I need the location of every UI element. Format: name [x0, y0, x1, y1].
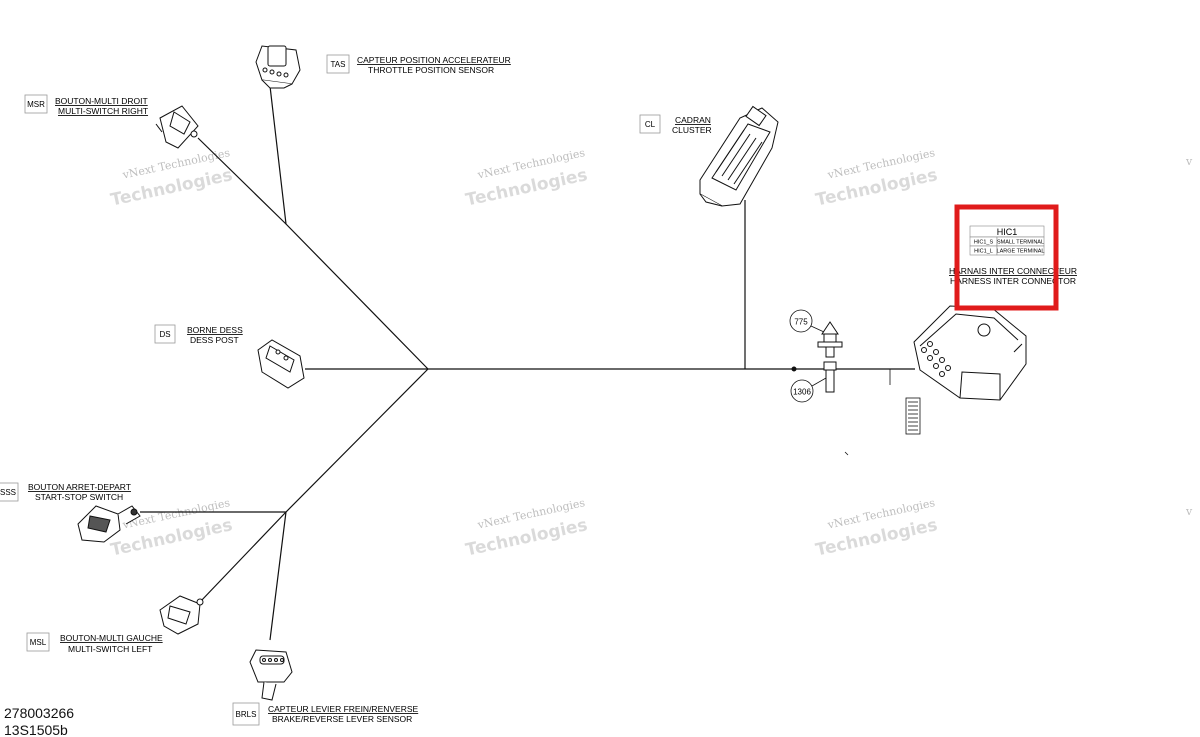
- label-brls: BRLS CAPTEUR LEVIER FREIN/RENVERSE BRAKE…: [232, 702, 419, 726]
- hic-row-id: HIC1_L: [974, 249, 993, 255]
- highlight-box: [954, 204, 1059, 311]
- connector-name-fr: CADRAN: [675, 115, 711, 125]
- connector-code: MSR: [27, 100, 45, 109]
- connector-code: DS: [159, 330, 170, 339]
- hic-row-desc: SMALL TERMINAL: [997, 240, 1044, 246]
- drawing-number: 13S1505b: [4, 722, 68, 737]
- connector-name-en: CLUSTER: [672, 125, 712, 135]
- hic-label: HIC1 HIC1_S SMALL TERMINAL HIC1_L LARGE …: [949, 204, 1077, 311]
- connector-code: BRLS: [236, 710, 257, 719]
- connector-name-fr: CAPTEUR POSITION ACCELERATEUR: [357, 55, 511, 65]
- label-cl: CL CADRAN CLUSTER: [639, 114, 712, 135]
- cl-connector-icon: [699, 105, 779, 207]
- connector-name-en: BRAKE/REVERSE LEVER SENSOR: [272, 714, 412, 724]
- connector-name-en: HARNESS INTER CONNECTOR: [950, 276, 1076, 286]
- sss-switch-icon: [77, 505, 141, 543]
- connector-name-en: START-STOP SWITCH: [35, 492, 123, 502]
- hic-row-desc: LARGE TERMINAL: [997, 249, 1045, 255]
- barcode-label-icon: [905, 397, 921, 435]
- hic-row-id: HIC1_S: [974, 240, 994, 246]
- hic-table-title: HIC1: [997, 227, 1018, 237]
- harness-wires: [140, 85, 915, 641]
- label-ds: DS BORNE DESS DESS POST: [154, 324, 243, 345]
- label-msr: MSR BOUTON-MULTI DROIT MULTI-SWITCH RIGH…: [24, 94, 148, 116]
- connector-code: TAS: [331, 60, 346, 69]
- msr-connector-icon: [155, 105, 199, 149]
- fastener-icon: [791, 321, 843, 393]
- part-number: 278003266: [4, 705, 74, 721]
- label-tas: TAS CAPTEUR POSITION ACCELERATEUR THROTT…: [326, 54, 511, 75]
- connector-name-fr: BOUTON-MULTI DROIT: [55, 96, 148, 106]
- balloon-775: 775: [789, 309, 825, 333]
- watermark-edge: v: [1185, 155, 1193, 168]
- connector-code: CL: [645, 120, 656, 129]
- ds-connector-icon: [257, 339, 305, 389]
- connector-code: MSL: [30, 638, 47, 647]
- msl-connector-icon: [159, 595, 204, 635]
- connector-name-fr: BOUTON-MULTI GAUCHE: [60, 633, 163, 643]
- connector-code: SSS: [0, 488, 16, 497]
- connector-name-fr: CAPTEUR LEVIER FREIN/RENVERSE: [268, 704, 419, 714]
- connector-name-en: MULTI-SWITCH LEFT: [68, 644, 152, 654]
- connector-name-en: THROTTLE POSITION SENSOR: [368, 65, 494, 75]
- connector-name-en: MULTI-SWITCH RIGHT: [58, 106, 148, 116]
- balloon-1306: 1306: [790, 377, 827, 403]
- tas-connector-icon: [255, 45, 301, 89]
- connector-name-fr: HARNAIS INTER CONNECTEUR: [949, 266, 1077, 276]
- connector-name-fr: BORNE DESS: [187, 325, 243, 335]
- label-sss: SSS BOUTON ARRET-DEPART START-STOP SWITC…: [0, 482, 131, 502]
- watermark-edge: v: [1185, 505, 1193, 518]
- connector-name-en: DESS POST: [190, 335, 239, 345]
- connector-name-fr: BOUTON ARRET-DEPART: [28, 482, 131, 492]
- balloon-label: 1306: [793, 388, 811, 397]
- label-msl: MSL BOUTON-MULTI GAUCHE MULTI-SWITCH LEF…: [26, 632, 163, 654]
- balloon-label: 775: [794, 318, 808, 327]
- brls-connector-icon: [249, 649, 293, 701]
- hic-connector-icon: [913, 305, 1027, 401]
